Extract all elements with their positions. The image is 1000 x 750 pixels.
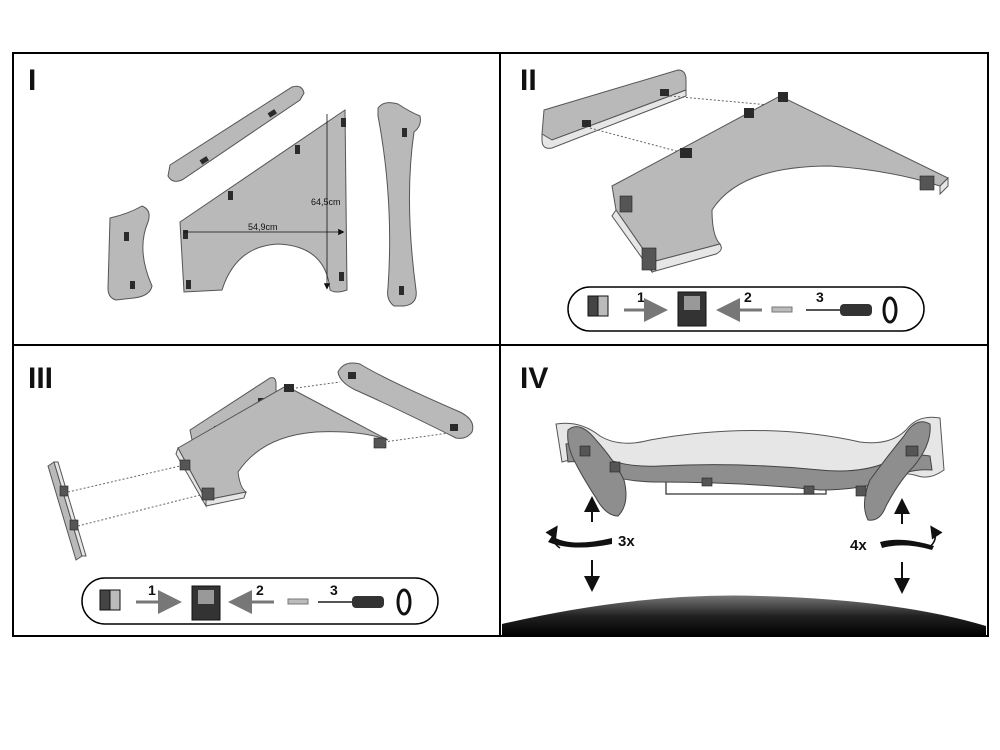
bracket-open-icon (587, 295, 609, 317)
sequence-step-2: 2 (256, 582, 264, 598)
rotate-icon (396, 588, 412, 616)
right-leg-part (337, 362, 474, 439)
sequence-step-1: 1 (148, 582, 156, 598)
sequence-step-3: 3 (330, 582, 338, 598)
bracket-open-icon (99, 589, 121, 611)
step-4-panel: IV 3x (502, 362, 986, 636)
strap-icon (548, 536, 612, 548)
main-bracket-part: 54,9cm 64,5cm (179, 109, 348, 293)
right-adjustment-indicator: 4x (850, 498, 943, 594)
crossbar-part (167, 85, 305, 182)
left-leg-part (107, 205, 153, 301)
mounted-rack (555, 416, 945, 521)
sequence-step-2: 2 (744, 289, 752, 305)
fastener-sequence-legend: 1 2 3 (567, 286, 925, 332)
screw-icon (287, 598, 309, 605)
step-3-label: III (28, 362, 53, 395)
bracket-mounted-icon (677, 291, 707, 327)
screwdriver-icon (806, 304, 872, 316)
car-hood (502, 595, 986, 636)
bracket-assembly (175, 384, 389, 508)
step-4-label: IV (520, 362, 548, 395)
dimension-height: 64,5cm (311, 197, 341, 207)
left-count: 3x (618, 533, 635, 550)
screwdriver-icon (318, 596, 384, 608)
step-1-panel: I 54,9cm 64,5cm (28, 64, 421, 307)
bracket-assembly (611, 92, 949, 274)
left-adjustment-indicator: 3x (545, 496, 635, 592)
right-leg-part (377, 102, 421, 307)
step-2-label: II (520, 64, 537, 97)
rotate-icon (927, 525, 943, 549)
step-3-panel: III (28, 362, 474, 625)
crossbar-part (541, 69, 687, 149)
sequence-step-1: 1 (637, 289, 645, 305)
screw-icon (771, 306, 793, 313)
fastener-sequence-legend: 1 2 3 (81, 577, 439, 625)
dimension-width: 54,9cm (248, 222, 278, 232)
sequence-step-3: 3 (816, 289, 824, 305)
right-count: 4x (850, 537, 867, 554)
panel-grid (12, 52, 989, 637)
strap-icon (880, 539, 934, 550)
bracket-mounted-icon (191, 585, 221, 621)
left-leg-part (47, 461, 87, 561)
rotate-icon (545, 525, 561, 549)
step-1-label: I (28, 64, 36, 97)
rotate-icon (882, 296, 898, 324)
step-2-panel: II 1 (520, 64, 949, 332)
